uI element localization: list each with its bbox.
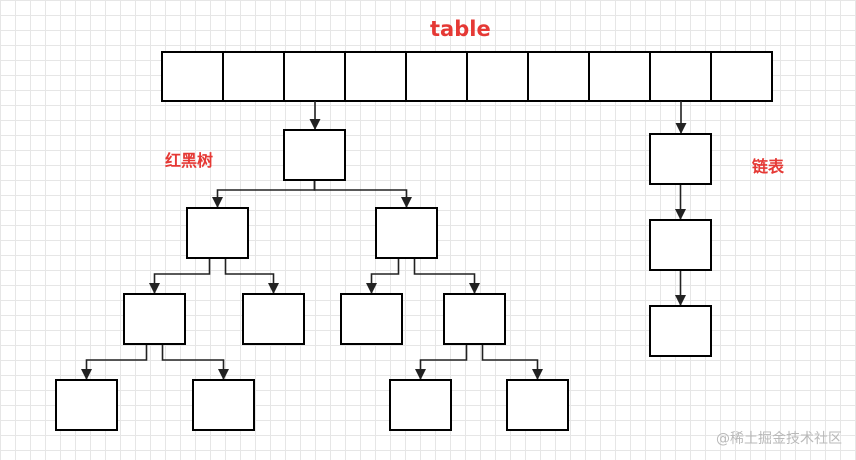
tree-edge [148, 258, 211, 294]
table-slot [405, 51, 468, 102]
linked-list-label: 链表 [752, 157, 785, 176]
red-black-tree-label: 红黑树 [165, 151, 214, 170]
tree-node [340, 293, 403, 345]
tree-edge [481, 344, 544, 380]
list-node [649, 305, 712, 357]
tree-node [389, 379, 452, 431]
tree-edges [80, 101, 544, 380]
tree-edge [80, 344, 148, 380]
tree-node [443, 293, 506, 345]
linked-list [649, 133, 712, 357]
tree-node [242, 293, 305, 345]
tree-node [55, 379, 118, 431]
table-slot [710, 51, 773, 102]
tree-edge [313, 180, 413, 208]
table-slot [649, 51, 712, 102]
table-array [161, 51, 773, 102]
list-edges [674, 101, 687, 306]
tree-node [375, 207, 438, 259]
table-slot [283, 51, 346, 102]
table-slot [161, 51, 224, 102]
table-slot [344, 51, 407, 102]
tree-edge [413, 258, 481, 294]
tree-edge [414, 344, 468, 380]
tree-edge [161, 344, 230, 380]
table-slot [588, 51, 651, 102]
table-title: table [430, 17, 491, 41]
list-node [649, 219, 712, 271]
tree-edge [211, 180, 316, 208]
tree-node [186, 207, 249, 259]
red-black-tree [55, 129, 569, 431]
tree-edge [224, 258, 280, 294]
table-slot [466, 51, 529, 102]
tree-node [123, 293, 186, 345]
table-slot [527, 51, 590, 102]
tree-node [192, 379, 255, 431]
tree-edge [365, 258, 400, 294]
watermark: @稀土掘金技术社区 [716, 431, 842, 447]
list-node [649, 133, 712, 185]
table-slot [222, 51, 285, 102]
tree-node [283, 129, 346, 181]
tree-node [506, 379, 569, 431]
